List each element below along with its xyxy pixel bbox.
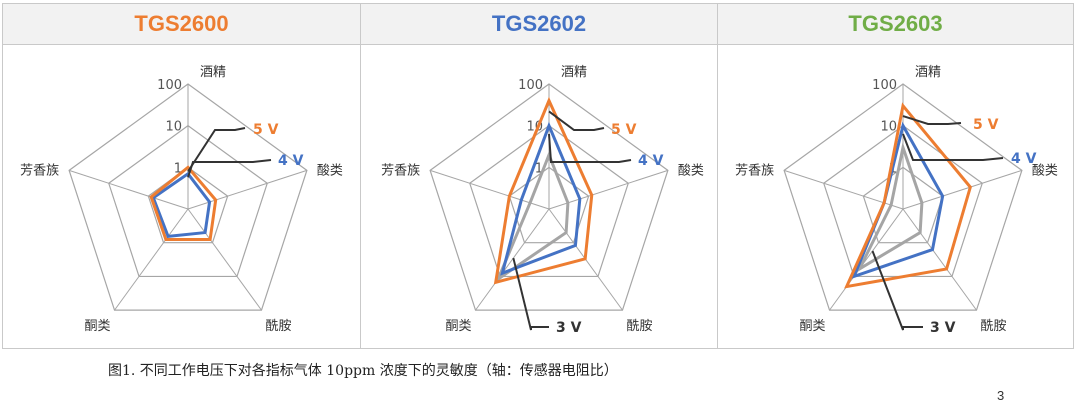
legend-label: 3 V — [930, 320, 956, 336]
axis-spoke — [114, 208, 189, 311]
grid-ring — [68, 83, 308, 311]
callout-line — [512, 257, 549, 331]
axis-label: 酸类 — [678, 163, 704, 178]
legend-label: 5 V — [253, 122, 279, 138]
tick-label: 100 — [157, 78, 182, 93]
axis-spoke — [829, 208, 904, 311]
panel-title: TGS2603 — [718, 4, 1073, 45]
page-number: 3 — [997, 388, 1005, 403]
callout-line — [187, 159, 272, 178]
tick-label: 1 — [535, 161, 543, 176]
axis-label: 酮类 — [800, 319, 826, 334]
panel-title: TGS2602 — [361, 4, 717, 45]
grid-ring — [469, 124, 629, 278]
axis-label: 酒精 — [561, 65, 587, 80]
axis-label: 酒精 — [915, 65, 941, 80]
axis-label: 酰胺 — [626, 319, 652, 334]
axis-label: 酸类 — [317, 163, 343, 178]
divider — [717, 4, 718, 348]
axis-spoke — [902, 208, 977, 311]
series-3v — [855, 141, 924, 273]
callout-line — [548, 133, 632, 163]
callout-line — [902, 133, 1004, 161]
legend-label: 5 V — [973, 117, 999, 133]
tick-label: 100 — [872, 78, 897, 93]
axis-label: 芳香族 — [381, 162, 420, 178]
tick-label: 10 — [165, 120, 182, 135]
axis-label: 酮类 — [85, 319, 111, 334]
axis-label: 酒精 — [200, 65, 226, 80]
tick-label: 1 — [174, 161, 182, 176]
axis-label: 酮类 — [446, 319, 472, 334]
callout-line — [187, 127, 246, 173]
axis-spoke — [475, 208, 550, 311]
divider — [360, 4, 361, 348]
series-4v — [151, 171, 212, 239]
axis-label: 酸类 — [1032, 163, 1058, 178]
series-5v — [493, 96, 594, 285]
legend-label: 4 V — [1011, 151, 1037, 167]
tick-label: 100 — [518, 78, 543, 93]
legend-label: 3 V — [556, 320, 582, 336]
legend-label: 4 V — [278, 153, 304, 169]
grid-ring — [783, 83, 1023, 311]
callout-line — [902, 115, 962, 125]
panel-tgs2600: TGS2600 1 10 100 酒精酸类酰胺 酮类 芳香族 5 V 4 V — [3, 4, 360, 348]
axis-spoke — [68, 169, 189, 210]
axis-spoke — [187, 169, 308, 210]
axis-label: 酰胺 — [980, 319, 1006, 334]
tick-label: 10 — [880, 120, 897, 135]
legend-label: 4 V — [638, 153, 664, 169]
callout-line — [548, 110, 605, 131]
series-5v — [149, 165, 218, 241]
axis-label: 芳香族 — [20, 162, 59, 178]
axis-label: 酰胺 — [265, 319, 291, 334]
grid-ring — [147, 166, 229, 244]
axis-label: 芳香族 — [735, 162, 774, 178]
figure-caption: 图1. 不同工作电压下对各指标气体 10ppm 浓度下的灵敏度（轴：传感器电阻比… — [108, 363, 618, 379]
axis-spoke — [187, 208, 262, 311]
series-3v — [494, 150, 570, 284]
series-5v — [844, 102, 972, 289]
legend-label: 5 V — [611, 122, 637, 138]
panel-title: TGS2600 — [3, 4, 360, 45]
callout-line — [871, 250, 923, 331]
grid-ring — [108, 124, 268, 278]
series-4v — [500, 121, 582, 276]
grid-ring — [429, 83, 669, 311]
